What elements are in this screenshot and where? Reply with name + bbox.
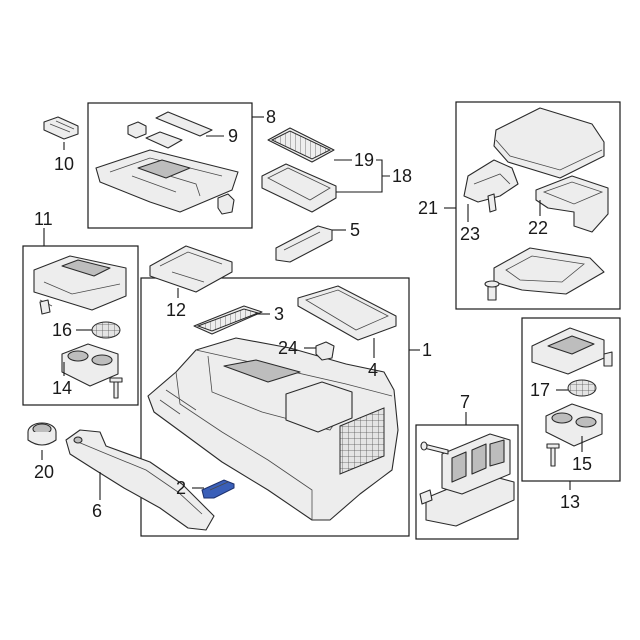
callout-3: 3 [274, 304, 284, 324]
group-box-21 [455, 101, 621, 310]
callout-8: 8 [266, 107, 276, 127]
part-7-rear-panel [419, 433, 515, 527]
part-12-insert [149, 245, 233, 293]
part-22-lid-inner [535, 175, 609, 233]
callout-2: 2 [176, 478, 186, 498]
part-4-tray-liner [297, 285, 397, 341]
group-box-13 [521, 317, 621, 482]
part-3-mat [193, 305, 263, 335]
callout-6: 6 [92, 501, 102, 521]
part-16-cup-insert [91, 321, 121, 339]
callout-16: 16 [52, 320, 72, 340]
callout-21: 21 [418, 198, 438, 218]
part-17-cup-insert [567, 379, 597, 397]
group-box-1 [140, 277, 410, 537]
callout-11: 11 [34, 209, 53, 229]
callout-9: 9 [228, 126, 238, 146]
callout-23: 23 [460, 224, 480, 244]
group-box-8 [87, 102, 253, 229]
part-21-armrest-lid [493, 107, 605, 179]
part-20-knob [27, 422, 57, 446]
leader-18 [336, 159, 390, 193]
group-box-11 [22, 245, 139, 406]
callout-7: 7 [460, 392, 470, 412]
callout-20: 20 [34, 462, 54, 482]
callout-12: 12 [166, 300, 186, 320]
callout-15: 15 [572, 454, 592, 474]
part-15-cupholder [545, 403, 603, 467]
group-box-7 [415, 424, 519, 540]
part-18-tray [261, 163, 337, 213]
callout-1: 1 [422, 340, 432, 360]
callout-18: 18 [392, 166, 412, 186]
callout-13: 13 [560, 492, 580, 512]
part-24-clip [315, 341, 335, 361]
callout-19: 19 [354, 150, 374, 170]
callout-22: 22 [528, 218, 548, 238]
callout-4: 4 [368, 360, 378, 380]
part-8-floor-bracket [95, 121, 239, 215]
part-11-cupholder-assembly [33, 255, 127, 315]
part-13-rear-bin [531, 327, 613, 375]
part-10-bracket [43, 116, 79, 140]
part-9-strip [155, 111, 213, 137]
callout-24: 24 [278, 338, 298, 358]
callout-10: 10 [54, 154, 74, 174]
part-19-mat [267, 127, 335, 163]
part-21-base [484, 247, 605, 301]
part-14-cupholder [61, 343, 123, 399]
part-6-side-trim [65, 429, 215, 531]
callout-5: 5 [350, 220, 360, 240]
part-23-hinge [463, 159, 519, 213]
part-2-bracket-highlighted [201, 479, 235, 499]
callout-17: 17 [530, 380, 550, 400]
part-1-console-body [147, 337, 399, 521]
callout-14: 14 [52, 378, 72, 398]
part-5-trim [275, 225, 333, 263]
